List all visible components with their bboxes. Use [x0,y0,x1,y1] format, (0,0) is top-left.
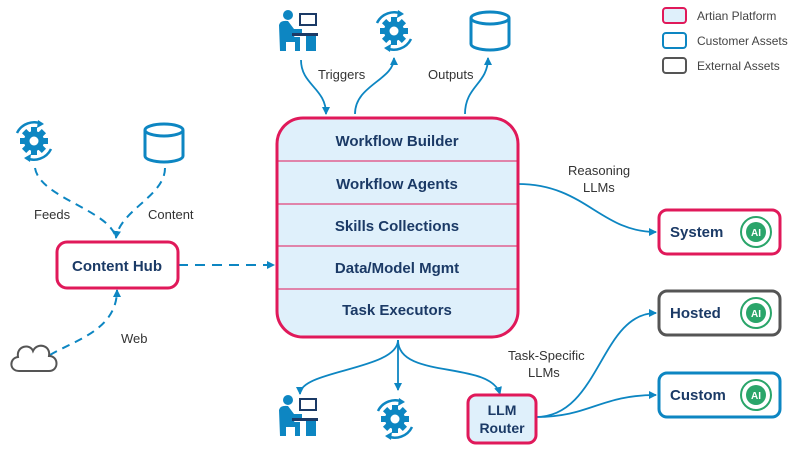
legend-label-customer: Customer Assets [697,34,788,48]
llm-hosted-label: Hosted [670,305,721,322]
llm-system-node: System AI [657,208,782,256]
legend-item-platform: Artian Platform [662,7,776,24]
artian-platform-stack: Workflow Builder Workflow Agents Skills … [275,116,520,339]
edge-reasoning [517,183,657,236]
legend-item-external: External Assets [662,57,780,74]
row-workflow-agents: Workflow Agents [336,176,458,193]
gear-sync-icon [375,8,413,54]
legend-label-external: External Assets [697,59,780,73]
content-hub-box [55,240,180,290]
database-icon [143,122,185,164]
ai-chip-icon: AI [740,297,772,329]
edge-label-task-specific-2: LLMs [528,365,560,380]
edge-labels: Triggers Outputs Feeds Content Web Reaso… [34,67,630,380]
row-task-executors: Task Executors [342,302,452,319]
legend-item-customer: Customer Assets [662,32,788,49]
cloud-icon [10,344,58,372]
edge-router-to-hosted [535,309,657,418]
legend-swatch-platform [662,7,687,24]
platform-box [275,116,520,339]
ai-chip-icon: AI [740,216,772,248]
llm-custom-node: Custom AI [657,371,782,419]
edge-web [49,289,121,356]
row-data-model-mgmt: Data/Model Mgmt [335,260,459,277]
edge-platform-to-top-gear [354,57,398,115]
ai-chip-icon: AI [740,379,772,411]
llm-system-label: System [670,224,723,241]
legend: Artian Platform Customer Assets External… [662,7,788,74]
content-hub-node: Content Hub [55,240,180,290]
ai-badge-text: AI [751,391,761,402]
edges [34,57,657,418]
user-at-desk-icon [279,10,318,51]
edge-label-content: Content [148,207,194,222]
database-icon [469,10,511,52]
edge-label-task-specific-1: Task-Specific [508,348,585,363]
ai-badge-text: AI [751,309,761,320]
edge-feeds [34,167,117,239]
content-hub-label: Content Hub [72,258,162,275]
edge-label-triggers: Triggers [318,67,366,82]
edge-label-reasoning-1: Reasoning [568,163,630,178]
row-skills-collections: Skills Collections [335,218,459,235]
user-at-desk-icon [279,395,318,436]
row-workflow-builder: Workflow Builder [335,133,458,150]
edge-user-to-platform [300,59,330,115]
edge-router-to-custom [535,391,657,418]
legend-swatch-customer [662,32,687,49]
edge-platform-to-bottom-user [296,339,399,395]
llm-router-box [466,393,538,445]
llm-hosted-node: Hosted AI [657,289,782,337]
edge-label-feeds: Feeds [34,207,71,222]
edge-label-reasoning-2: LLMs [583,180,615,195]
llm-router-label-line2: Router [479,420,525,436]
llm-custom-label: Custom [670,387,726,404]
gear-sync-icon [376,396,414,442]
edge-platform-to-router [397,339,502,395]
edge-label-web: Web [121,331,148,346]
ai-badge-text: AI [751,228,761,239]
edge-label-outputs: Outputs [428,67,474,82]
legend-label-platform: Artian Platform [697,9,776,23]
edge-platform-to-top-db [464,57,492,115]
llm-router-node: LLM Router [466,393,538,445]
gear-sync-icon [15,118,53,164]
llm-router-label-line1: LLM [488,402,517,418]
legend-swatch-external [662,57,687,74]
edge-content [113,167,166,239]
